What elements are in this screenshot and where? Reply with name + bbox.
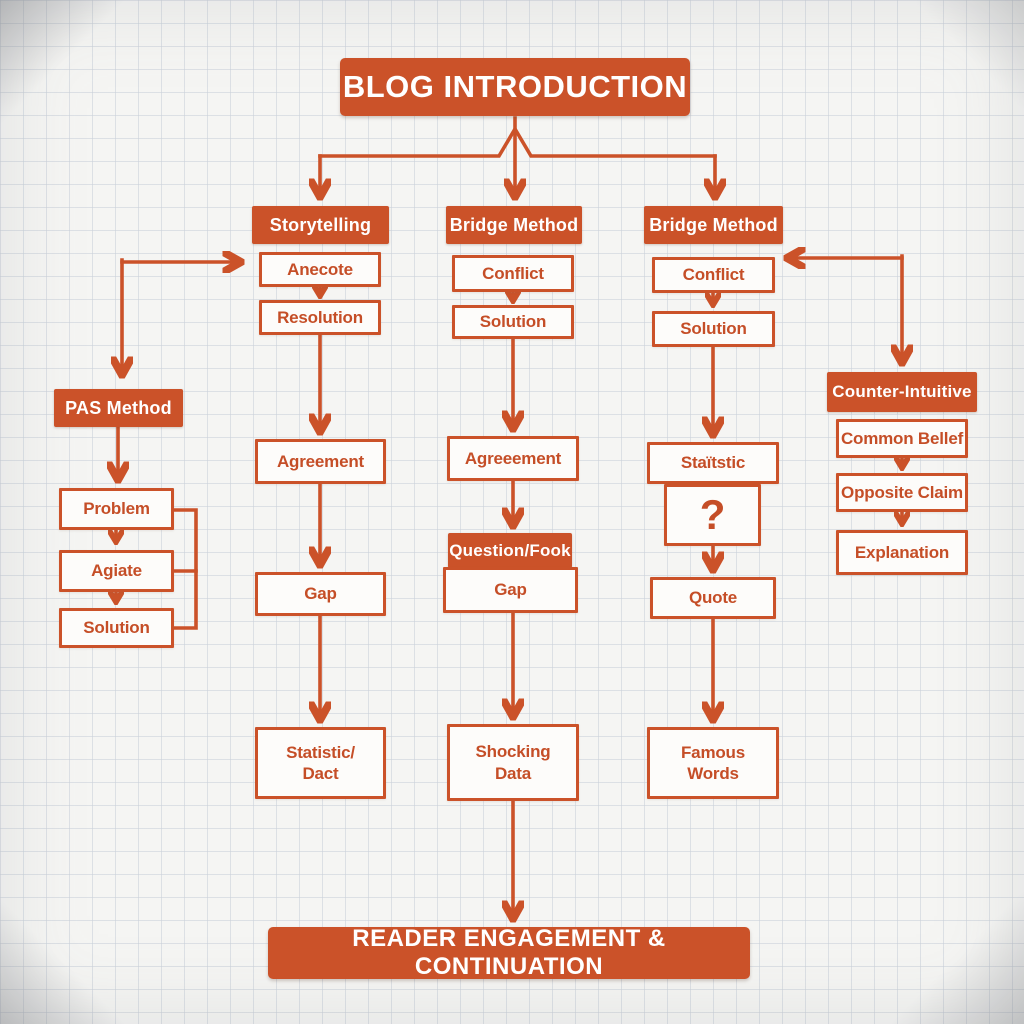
node-gap-left: Gap (255, 572, 386, 616)
branch-header-bridge-method-mid: Bridge Method (446, 206, 582, 244)
title-banner: BLOG INTRODUCTION (340, 58, 690, 116)
header-counter-intuitive: Counter-Intuitive (827, 372, 977, 412)
branch-header-storytelling: Storytelling (252, 206, 389, 244)
node-agreement-left: Agreement (255, 439, 386, 484)
node-shocking-data: Shocking Data (447, 724, 579, 801)
node-resolution: Resolution (259, 300, 381, 335)
node-problem: Problem (59, 488, 174, 530)
node-anecdote: Anecote (259, 252, 381, 287)
node-agreement-mid: Agreeement (447, 436, 579, 481)
footer-banner: READER ENGAGEMENT & CONTINUATION (268, 925, 750, 980)
node-statistic-fact: Statistic/ Dact (255, 727, 386, 799)
node-conflict-mid: Conflict (452, 255, 574, 292)
branch-header-bridge-method-right: Bridge Method (644, 206, 783, 244)
node-conflict-right: Conflict (652, 257, 775, 293)
node-solution-pas: Solution (59, 608, 174, 648)
node-common-belief: Common Bellef (836, 419, 968, 458)
node-solution-right: Solution (652, 311, 775, 347)
node-solution-mid: Solution (452, 305, 574, 339)
node-gap-mid: Gap (443, 567, 578, 613)
node-quote: Quote (650, 577, 776, 619)
node-opposite-claim: Opposite Claim (836, 473, 968, 512)
node-agitate: Agiate (59, 550, 174, 592)
node-explanation: Explanation (836, 530, 968, 575)
node-statistic: Staïtstic (647, 442, 779, 484)
node-famous-words: Famous Words (647, 727, 779, 799)
header-question-hook: Question/Fook (448, 533, 572, 568)
header-pas-method: PAS Method (54, 389, 183, 427)
node-question-mark: ? (664, 484, 761, 546)
